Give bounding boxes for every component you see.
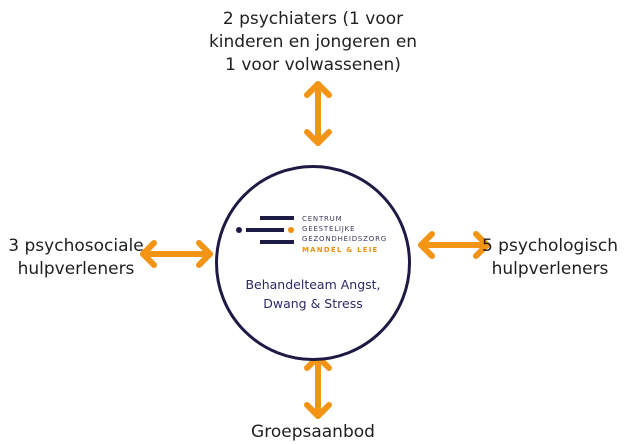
node-right-label: 5 psychologisch hulpverleners xyxy=(474,235,626,281)
center-circle: CENTRUM GEESTELIJKE GEZONDHEIDSZORG MAND… xyxy=(215,165,411,361)
double-arrow-top-icon xyxy=(304,81,332,146)
team-line-2: Dwang & Stress xyxy=(263,296,363,311)
node-bottom-label: Groepsaanbod xyxy=(213,421,413,444)
node-left-line-1: 3 psychosociale xyxy=(8,236,144,256)
node-top-line-3: 1 voor volwassenen) xyxy=(225,55,401,75)
node-top-line-2: kinderen en jongeren en xyxy=(208,32,418,52)
node-right-line-2: hulpverleners xyxy=(491,259,609,279)
node-left-label: 3 psychosociale hulpverleners xyxy=(0,235,152,281)
logo-line-3: GEZONDHEIDSZORG xyxy=(302,235,387,243)
double-arrow-left-icon xyxy=(140,240,213,268)
logo-text: CENTRUM GEESTELIJKE GEZONDHEIDSZORG MAND… xyxy=(302,214,387,255)
logo-line-2: GEESTELIJKE xyxy=(302,225,356,233)
team-name: Behandelteam Angst, Dwang & Stress xyxy=(218,275,408,313)
node-right-line-1: 5 psychologisch xyxy=(481,236,619,256)
double-arrow-bottom-icon xyxy=(304,354,332,419)
team-line-1: Behandelteam Angst, xyxy=(245,277,381,292)
node-bottom-line-1: Groepsaanbod xyxy=(251,422,375,442)
double-arrow-right-icon xyxy=(418,231,490,259)
node-top-line-1: 2 psychiaters (1 voor xyxy=(222,9,404,29)
logo-mark-icon xyxy=(236,216,294,244)
node-left-line-2: hulpverleners xyxy=(17,259,135,279)
logo-line-1: CENTRUM xyxy=(302,215,343,223)
node-top-label: 2 psychiaters (1 voor kinderen en jonger… xyxy=(193,8,433,77)
logo-subtitle: MANDEL & LEIE xyxy=(302,246,379,254)
